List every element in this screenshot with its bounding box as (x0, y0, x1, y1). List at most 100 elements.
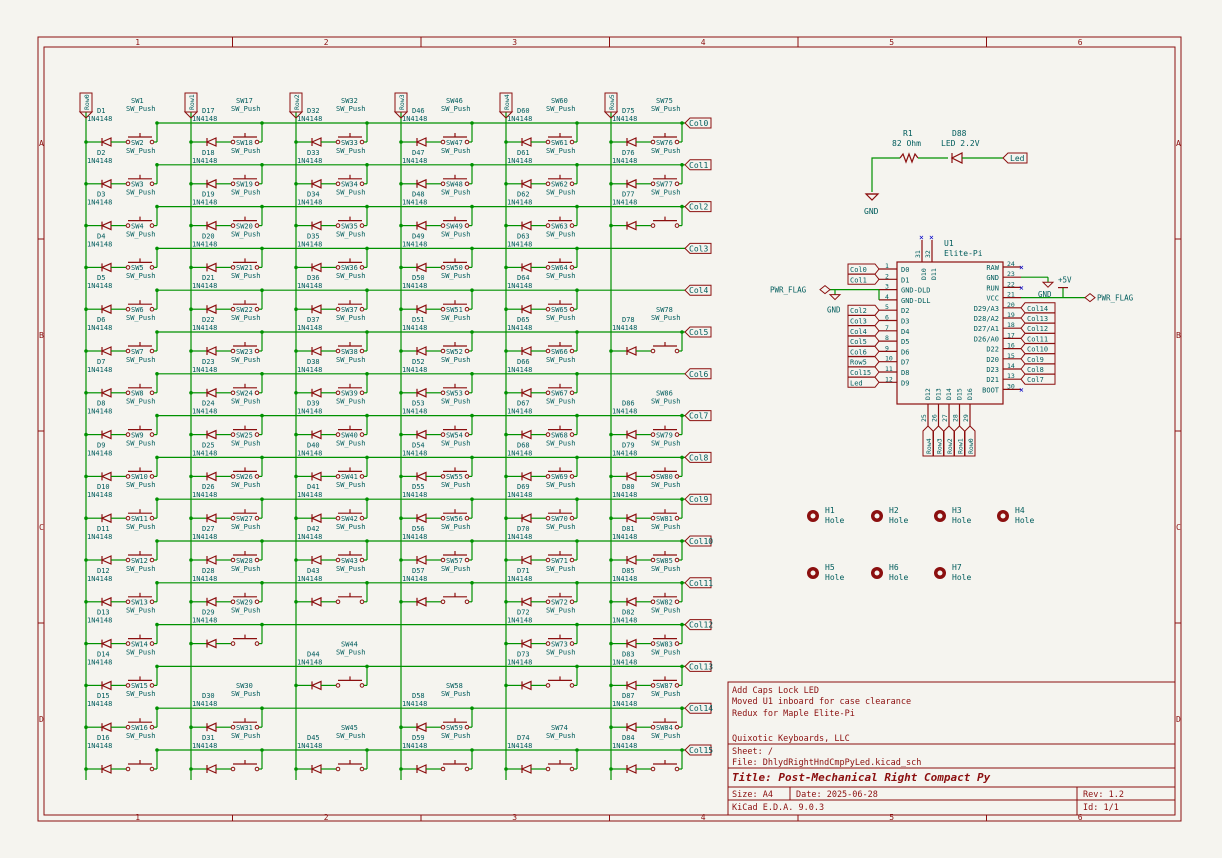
mcu-right-pin-name: RAW (986, 264, 999, 272)
switch-value: SW_Push (546, 230, 576, 238)
switch-value: SW_Push (336, 356, 366, 364)
junction-dot (470, 706, 474, 710)
junction-dot (260, 246, 264, 251)
diode-value: 1N4148 (192, 240, 217, 248)
diode-symbol (100, 555, 112, 565)
switch-value: SW_Push (441, 439, 471, 447)
diode-symbol (625, 555, 637, 565)
diode-symbol (310, 387, 322, 398)
diode-ref: D13 (97, 609, 110, 617)
col-net-label: Col8 (689, 453, 708, 462)
switch-contact (569, 181, 575, 187)
switch-value: SW_Push (336, 565, 366, 573)
diode-symbol (520, 513, 532, 524)
tb-size: Size: A4 (732, 790, 773, 800)
junction-dot (155, 372, 159, 376)
switch-ref: SW49 (446, 222, 463, 230)
hole-ref: H7 (952, 563, 962, 572)
col-net-label-shape (684, 117, 712, 129)
diode-ref: D26 (202, 483, 215, 491)
switch-value: SW_Push (231, 732, 261, 740)
frame-col-marker-bottom: 1 (135, 813, 140, 822)
junction-dot (155, 539, 159, 543)
junction-dot (365, 372, 369, 376)
switch-contact (359, 265, 365, 270)
diode-value: 1N4148 (192, 575, 217, 583)
switch-contact (125, 766, 131, 772)
junction-dot (84, 683, 88, 688)
switch-value: SW_Push (441, 481, 471, 489)
switch-value: SW_Push (231, 272, 261, 280)
junction-dot (609, 683, 613, 688)
switch-ref: SW11 (131, 515, 148, 523)
tb-title: Title: Post-Mechanical Right Compact Py (732, 771, 991, 784)
junction-dot (365, 455, 369, 460)
diode-symbol (625, 596, 637, 607)
mounting-hole-center (810, 570, 816, 576)
diode-ref: D9 (97, 441, 105, 449)
mcu-left-pin-name: D6 (901, 348, 909, 356)
junction-dot (504, 767, 508, 771)
switch-ref: SW25 (236, 431, 253, 439)
junction-dot (84, 182, 88, 186)
col-net-label: Col4 (689, 286, 708, 295)
frame-row-marker-left: B (39, 331, 44, 340)
diode-symbol (415, 387, 427, 398)
mcu-bottom-label: Row3 (936, 438, 944, 454)
mcu-right-pin-name: D23 (986, 366, 999, 374)
junction-dot (470, 163, 474, 167)
switch-ref: SW9 (131, 431, 144, 439)
diode-value: 1N4148 (192, 115, 217, 123)
junction-dot (260, 455, 264, 460)
mcu-left-label: Col5 (850, 338, 867, 346)
diode-ref: D30 (202, 692, 215, 700)
diode-ref: D83 (622, 650, 635, 658)
switch-contact (335, 265, 341, 270)
switch-value: SW_Push (231, 398, 261, 406)
switch-contact (569, 265, 575, 270)
diode-value: 1N4148 (402, 449, 427, 457)
diode-ref: D82 (622, 609, 635, 617)
mounting-holes: H1HoleH2HoleH3HoleH4HoleH5HoleH6HoleH7Ho… (807, 506, 1034, 582)
mcu-right-pin-num: 19 (1007, 311, 1015, 319)
switch-ref: SW51 (446, 306, 463, 314)
diode-ref: D17 (202, 107, 215, 115)
switch-contact (674, 432, 680, 437)
diode-value: 1N4148 (507, 115, 532, 123)
junction-dot (470, 372, 474, 376)
switch-ref: SW82 (656, 599, 673, 607)
diode-symbol (100, 137, 112, 147)
switch-contact (149, 557, 155, 563)
diode-ref: D33 (307, 149, 320, 157)
led-gnd-wire (871, 157, 900, 192)
switch-contact (230, 223, 236, 228)
mcu-left-label: Col4 (850, 328, 867, 336)
junction-dot (680, 163, 684, 167)
diode-ref: D4 (97, 232, 105, 240)
junction-dot (399, 432, 403, 437)
junction-dot (294, 600, 298, 604)
switch-value: SW_Push (651, 314, 681, 322)
mcu-left-pin-name: D1 (901, 276, 909, 284)
switch-value: SW_Push (441, 105, 471, 113)
mcu-right-label: Col8 (1027, 366, 1044, 374)
junction-dot (294, 307, 298, 312)
row-net-label-arrow (498, 111, 514, 119)
switch-contact (545, 641, 551, 646)
junction-dot (609, 349, 613, 353)
switch-ref: SW66 (551, 348, 568, 356)
switch-value: SW_Push (126, 523, 156, 531)
mcu-right-pin-num: 13 (1007, 372, 1015, 380)
switch-contact (125, 557, 131, 563)
switch-contact (650, 139, 656, 145)
switch-value: SW_Push (126, 189, 156, 197)
diode-ref: D63 (517, 232, 530, 240)
switch-ref: SW12 (131, 557, 148, 565)
junction-dot (189, 307, 193, 312)
diode-ref: D55 (412, 483, 425, 491)
mcu-bottom-pin-num: 27 (941, 414, 949, 422)
junction-dot (84, 223, 88, 228)
junction-dot (504, 558, 508, 562)
switch-ref: SW67 (551, 390, 568, 398)
diode-ref: D12 (97, 567, 110, 575)
